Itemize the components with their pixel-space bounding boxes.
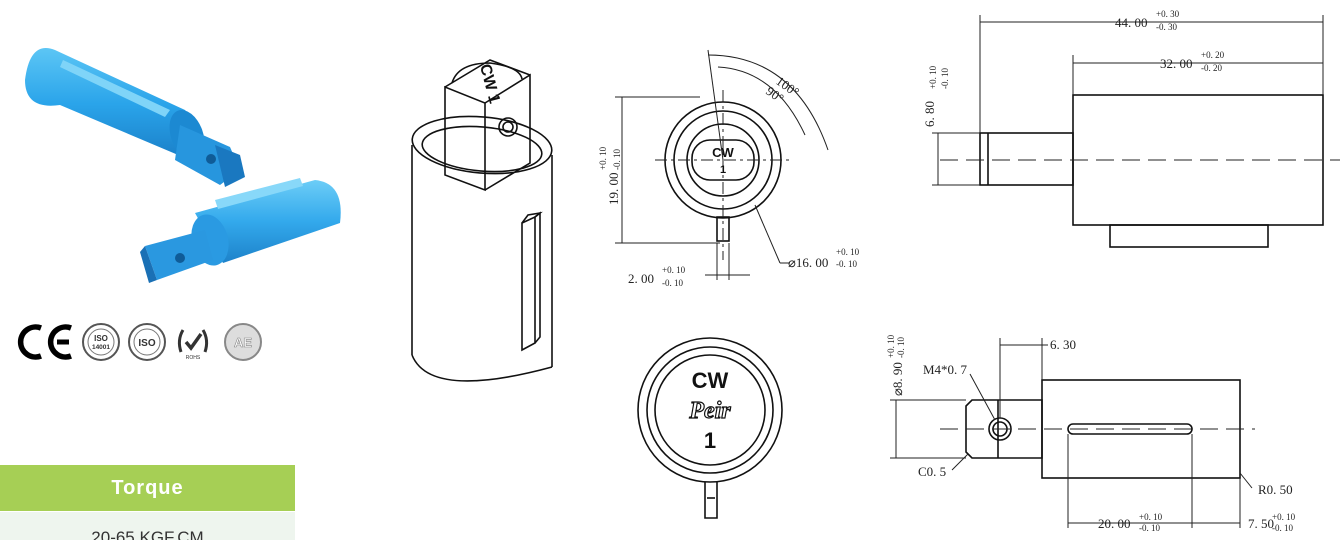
svg-text:-0. 10: -0. 10 <box>1272 523 1293 533</box>
top-view-drawing: 19. 00 +0. 10 -0. 10 2. 00 +0. 10 -0. 10… <box>598 49 860 288</box>
end-view-drawing: CW Peir 1 <box>637 337 783 519</box>
svg-text:-0. 20: -0. 20 <box>1201 63 1222 73</box>
svg-text:ISO: ISO <box>94 334 108 343</box>
ae-seal: AE <box>218 322 268 362</box>
svg-text:+0. 10: +0. 10 <box>1272 512 1296 522</box>
blue-part-render-bottom <box>140 178 341 283</box>
svg-text:-0. 10: -0. 10 <box>1139 523 1160 533</box>
svg-text:+0. 10: +0. 10 <box>836 247 860 257</box>
svg-text:32. 00: 32. 00 <box>1160 56 1193 71</box>
svg-text:ISO: ISO <box>138 338 155 349</box>
rohs-seal: ROHS <box>172 322 214 362</box>
end-view-logo: Peir <box>688 398 731 424</box>
svg-text:-0. 10: -0. 10 <box>662 278 683 288</box>
end-view-num: 1 <box>704 428 716 453</box>
svg-text:14001: 14001 <box>92 344 110 351</box>
svg-text:7. 50: 7. 50 <box>1248 516 1274 531</box>
iso-cap-text: CW 1 <box>476 62 503 105</box>
svg-text:C0. 5: C0. 5 <box>918 464 946 479</box>
blue-part-render-top <box>25 48 245 187</box>
spec-torque-header: Torque <box>0 465 295 511</box>
svg-text:-0. 10: -0. 10 <box>836 259 857 269</box>
iso-14001-seal: ISO 14001 <box>80 322 122 362</box>
ce-mark <box>15 322 77 362</box>
svg-text:+0. 10: +0. 10 <box>886 334 896 358</box>
svg-text:6. 30: 6. 30 <box>1050 337 1076 352</box>
svg-text:AE: AE <box>234 335 252 350</box>
svg-text:-0. 30: -0. 30 <box>1156 22 1177 32</box>
svg-text:ROHS: ROHS <box>186 355 201 361</box>
svg-text:+0. 10: +0. 10 <box>662 265 686 275</box>
spec-torque-value: 20-65 KGF.CM <box>0 512 295 540</box>
svg-text:R0. 50: R0. 50 <box>1258 482 1293 497</box>
svg-text:+0. 20: +0. 20 <box>1201 50 1225 60</box>
svg-text:+0. 10: +0. 10 <box>928 65 938 89</box>
svg-text:2. 00: 2. 00 <box>628 271 654 286</box>
svg-text:+0. 10: +0. 10 <box>598 146 608 170</box>
iso-seal: ISO <box>126 322 168 362</box>
svg-text:6. 80: 6. 80 <box>922 101 937 127</box>
side-view-drawing: 44. 00 +0. 30 -0. 30 32. 00 +0. 20 -0. 2… <box>922 9 1340 248</box>
svg-text:-0. 10: -0. 10 <box>612 149 622 170</box>
bottom-view-drawing: ⌀8. 90 +0. 10 -0. 10 6. 30 M4*0. 7 C0. 5… <box>886 334 1296 533</box>
isometric-drawing: CW 1 <box>411 59 553 382</box>
top-view-num: 1 <box>720 164 726 176</box>
svg-text:44. 00: 44. 00 <box>1115 15 1148 30</box>
svg-text:+0. 10: +0. 10 <box>1139 512 1163 522</box>
top-view-cw: CW <box>712 145 734 160</box>
svg-text:M4*0. 7: M4*0. 7 <box>923 362 968 377</box>
svg-text:⌀8. 90: ⌀8. 90 <box>890 362 905 396</box>
svg-text:19. 00: 19. 00 <box>606 173 621 206</box>
svg-text:+0. 30: +0. 30 <box>1156 9 1180 19</box>
svg-text:20. 00: 20. 00 <box>1098 516 1131 531</box>
svg-text:-0. 10: -0. 10 <box>940 68 950 89</box>
end-view-cw: CW <box>692 368 729 393</box>
svg-text:-0. 10: -0. 10 <box>896 337 906 358</box>
svg-text:⌀16. 00: ⌀16. 00 <box>788 255 828 270</box>
